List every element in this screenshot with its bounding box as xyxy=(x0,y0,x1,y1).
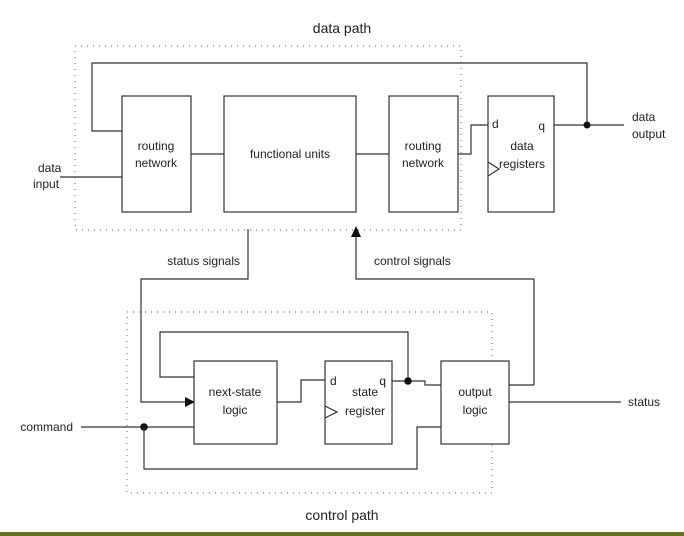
routing-network-2-label-2: network xyxy=(402,156,445,170)
command-label: command xyxy=(20,420,73,434)
data-register-q-pin: q xyxy=(538,119,545,133)
control-path-title: control path xyxy=(305,507,378,523)
data-feedback-wire xyxy=(91,62,588,132)
functional-units-label: functional units xyxy=(250,147,330,161)
data-output-label-1: data xyxy=(632,110,656,124)
state-register-label-1: state xyxy=(352,385,378,399)
control-signals-wire xyxy=(355,236,535,385)
data-registers-label-1: data xyxy=(510,139,534,153)
data-input-label-1: data xyxy=(38,161,62,175)
state-feedback-wire xyxy=(159,331,409,381)
output-logic-block: output logic xyxy=(440,360,510,445)
arrow-right-icon xyxy=(185,397,195,407)
next-state-logic-block: next-state logic xyxy=(193,360,278,445)
data-output-label-2: output xyxy=(632,127,666,141)
state-register-block: d q state register xyxy=(324,360,393,445)
junction-dot xyxy=(583,121,591,129)
next-state-to-register-wire xyxy=(277,379,325,403)
data-registers-label-2: registers xyxy=(499,157,545,171)
arrow-up-icon xyxy=(351,226,361,237)
data-path-boundary xyxy=(74,45,462,231)
routing-network-1-label-2: network xyxy=(135,156,178,170)
footer-bar xyxy=(0,532,684,536)
functional-units-block: functional units xyxy=(223,95,357,213)
state-register-q-pin: q xyxy=(379,374,386,388)
data-input-label-2: input xyxy=(33,177,60,191)
control-signals-label: control signals xyxy=(374,254,451,268)
next-state-logic-label-1: next-state xyxy=(209,385,262,399)
next-state-logic-label-2: logic xyxy=(223,403,248,417)
data-register-d-pin: d xyxy=(492,117,499,131)
data-registers-block: d q data registers xyxy=(487,95,555,213)
status-label: status xyxy=(628,395,660,409)
output-logic-label-1: output xyxy=(458,385,492,399)
state-register-label-2: register xyxy=(345,404,385,418)
routing-network-2-label-1: routing xyxy=(405,139,442,153)
clock-triangle-icon xyxy=(324,405,339,419)
output-logic-label-2: logic xyxy=(463,403,488,417)
status-signals-label: status signals xyxy=(167,254,240,268)
routing-network-1-block: routing network xyxy=(121,95,192,213)
routing-network-1-label-1: routing xyxy=(138,139,175,153)
status-signals-wire xyxy=(140,229,249,403)
command-to-output-wire xyxy=(143,426,441,470)
junction-dot xyxy=(404,377,412,385)
routing-network-2-block: routing network xyxy=(388,95,459,213)
state-register-d-pin: d xyxy=(330,374,337,388)
data-path-title: data path xyxy=(313,20,371,36)
clock-triangle-icon xyxy=(487,161,501,177)
rn2-to-reg-wire xyxy=(458,124,488,155)
state-to-output-wire xyxy=(392,380,441,386)
